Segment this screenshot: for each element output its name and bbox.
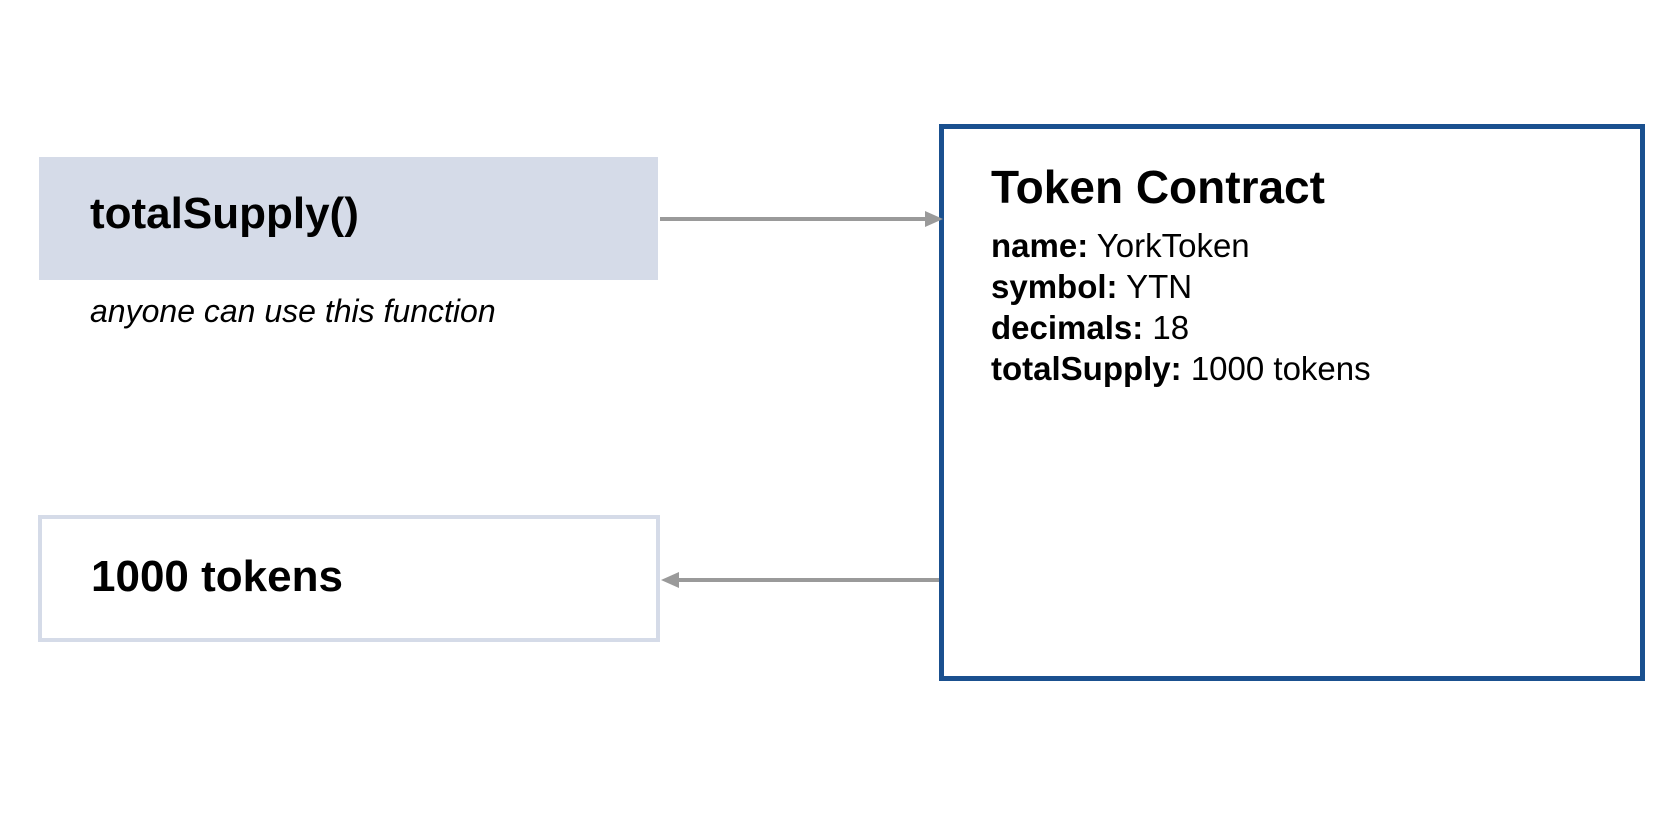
contract-field-symbol: symbol: YTN bbox=[991, 266, 1371, 307]
function-call-label: totalSupply() bbox=[90, 189, 359, 238]
return-arrow bbox=[661, 572, 939, 588]
contract-field-total-supply: totalSupply: 1000 tokens bbox=[991, 348, 1371, 389]
field-value: 1000 tokens bbox=[1190, 350, 1371, 387]
return-value-box: 1000 tokens bbox=[38, 515, 660, 642]
return-value-label: 1000 tokens bbox=[91, 552, 343, 601]
function-call-note: anyone can use this function bbox=[90, 293, 496, 329]
field-key: name: bbox=[991, 227, 1089, 264]
field-key: symbol: bbox=[991, 268, 1118, 305]
field-value: YorkToken bbox=[1096, 227, 1250, 264]
call-arrow bbox=[660, 211, 943, 227]
field-key: totalSupply: bbox=[991, 350, 1182, 387]
field-value: YTN bbox=[1126, 268, 1193, 305]
field-value: 18 bbox=[1152, 309, 1190, 346]
token-contract-box: Token Contract name: YorkToken symbol: Y… bbox=[939, 124, 1645, 681]
function-call-box: totalSupply() bbox=[39, 157, 658, 280]
field-key: decimals: bbox=[991, 309, 1144, 346]
contract-field-name: name: YorkToken bbox=[991, 225, 1371, 266]
contract-field-list: name: YorkToken symbol: YTN decimals: 18… bbox=[991, 225, 1371, 389]
contract-field-decimals: decimals: 18 bbox=[991, 307, 1371, 348]
contract-title: Token Contract bbox=[991, 161, 1325, 213]
